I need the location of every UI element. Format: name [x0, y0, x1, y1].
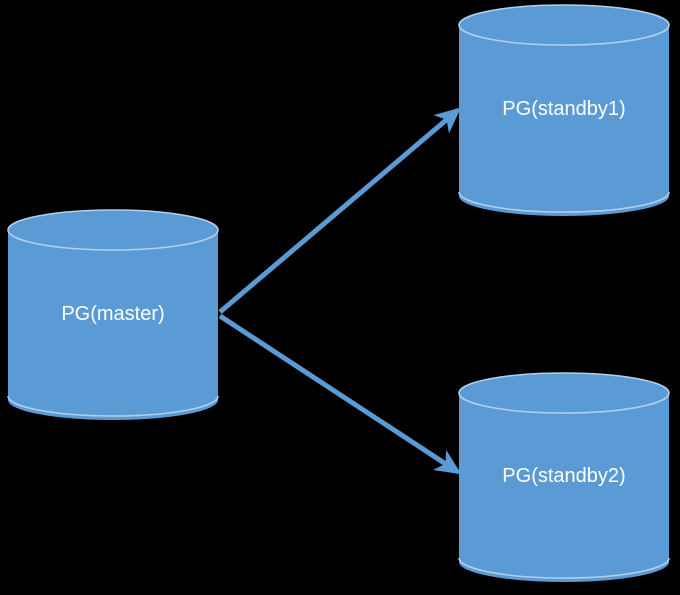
cylinder-body	[459, 25, 669, 216]
node-label-master: PG(master)	[61, 303, 164, 325]
cylinder-top	[458, 4, 670, 46]
cylinder-body	[8, 230, 218, 420]
database-node-standby2: PG(standby2)	[458, 372, 670, 582]
cylinder-bottom-rim	[458, 557, 670, 579]
arrow-master-to-standby2	[218, 313, 462, 475]
cylinder-bottom-rim	[7, 395, 219, 417]
cylinder-body	[459, 393, 669, 582]
edges-layer	[218, 107, 462, 475]
database-node-standby1: PG(standby1)	[458, 4, 670, 216]
node-label-standby2: PG(standby2)	[502, 465, 625, 487]
node-label-standby1: PG(standby1)	[502, 98, 625, 120]
database-node-master: PG(master)	[7, 209, 219, 420]
cylinder-top	[7, 209, 219, 251]
cylinder-top	[458, 372, 670, 414]
arrow-master-to-standby1	[218, 107, 462, 314]
cylinder-bottom-rim	[458, 191, 670, 213]
